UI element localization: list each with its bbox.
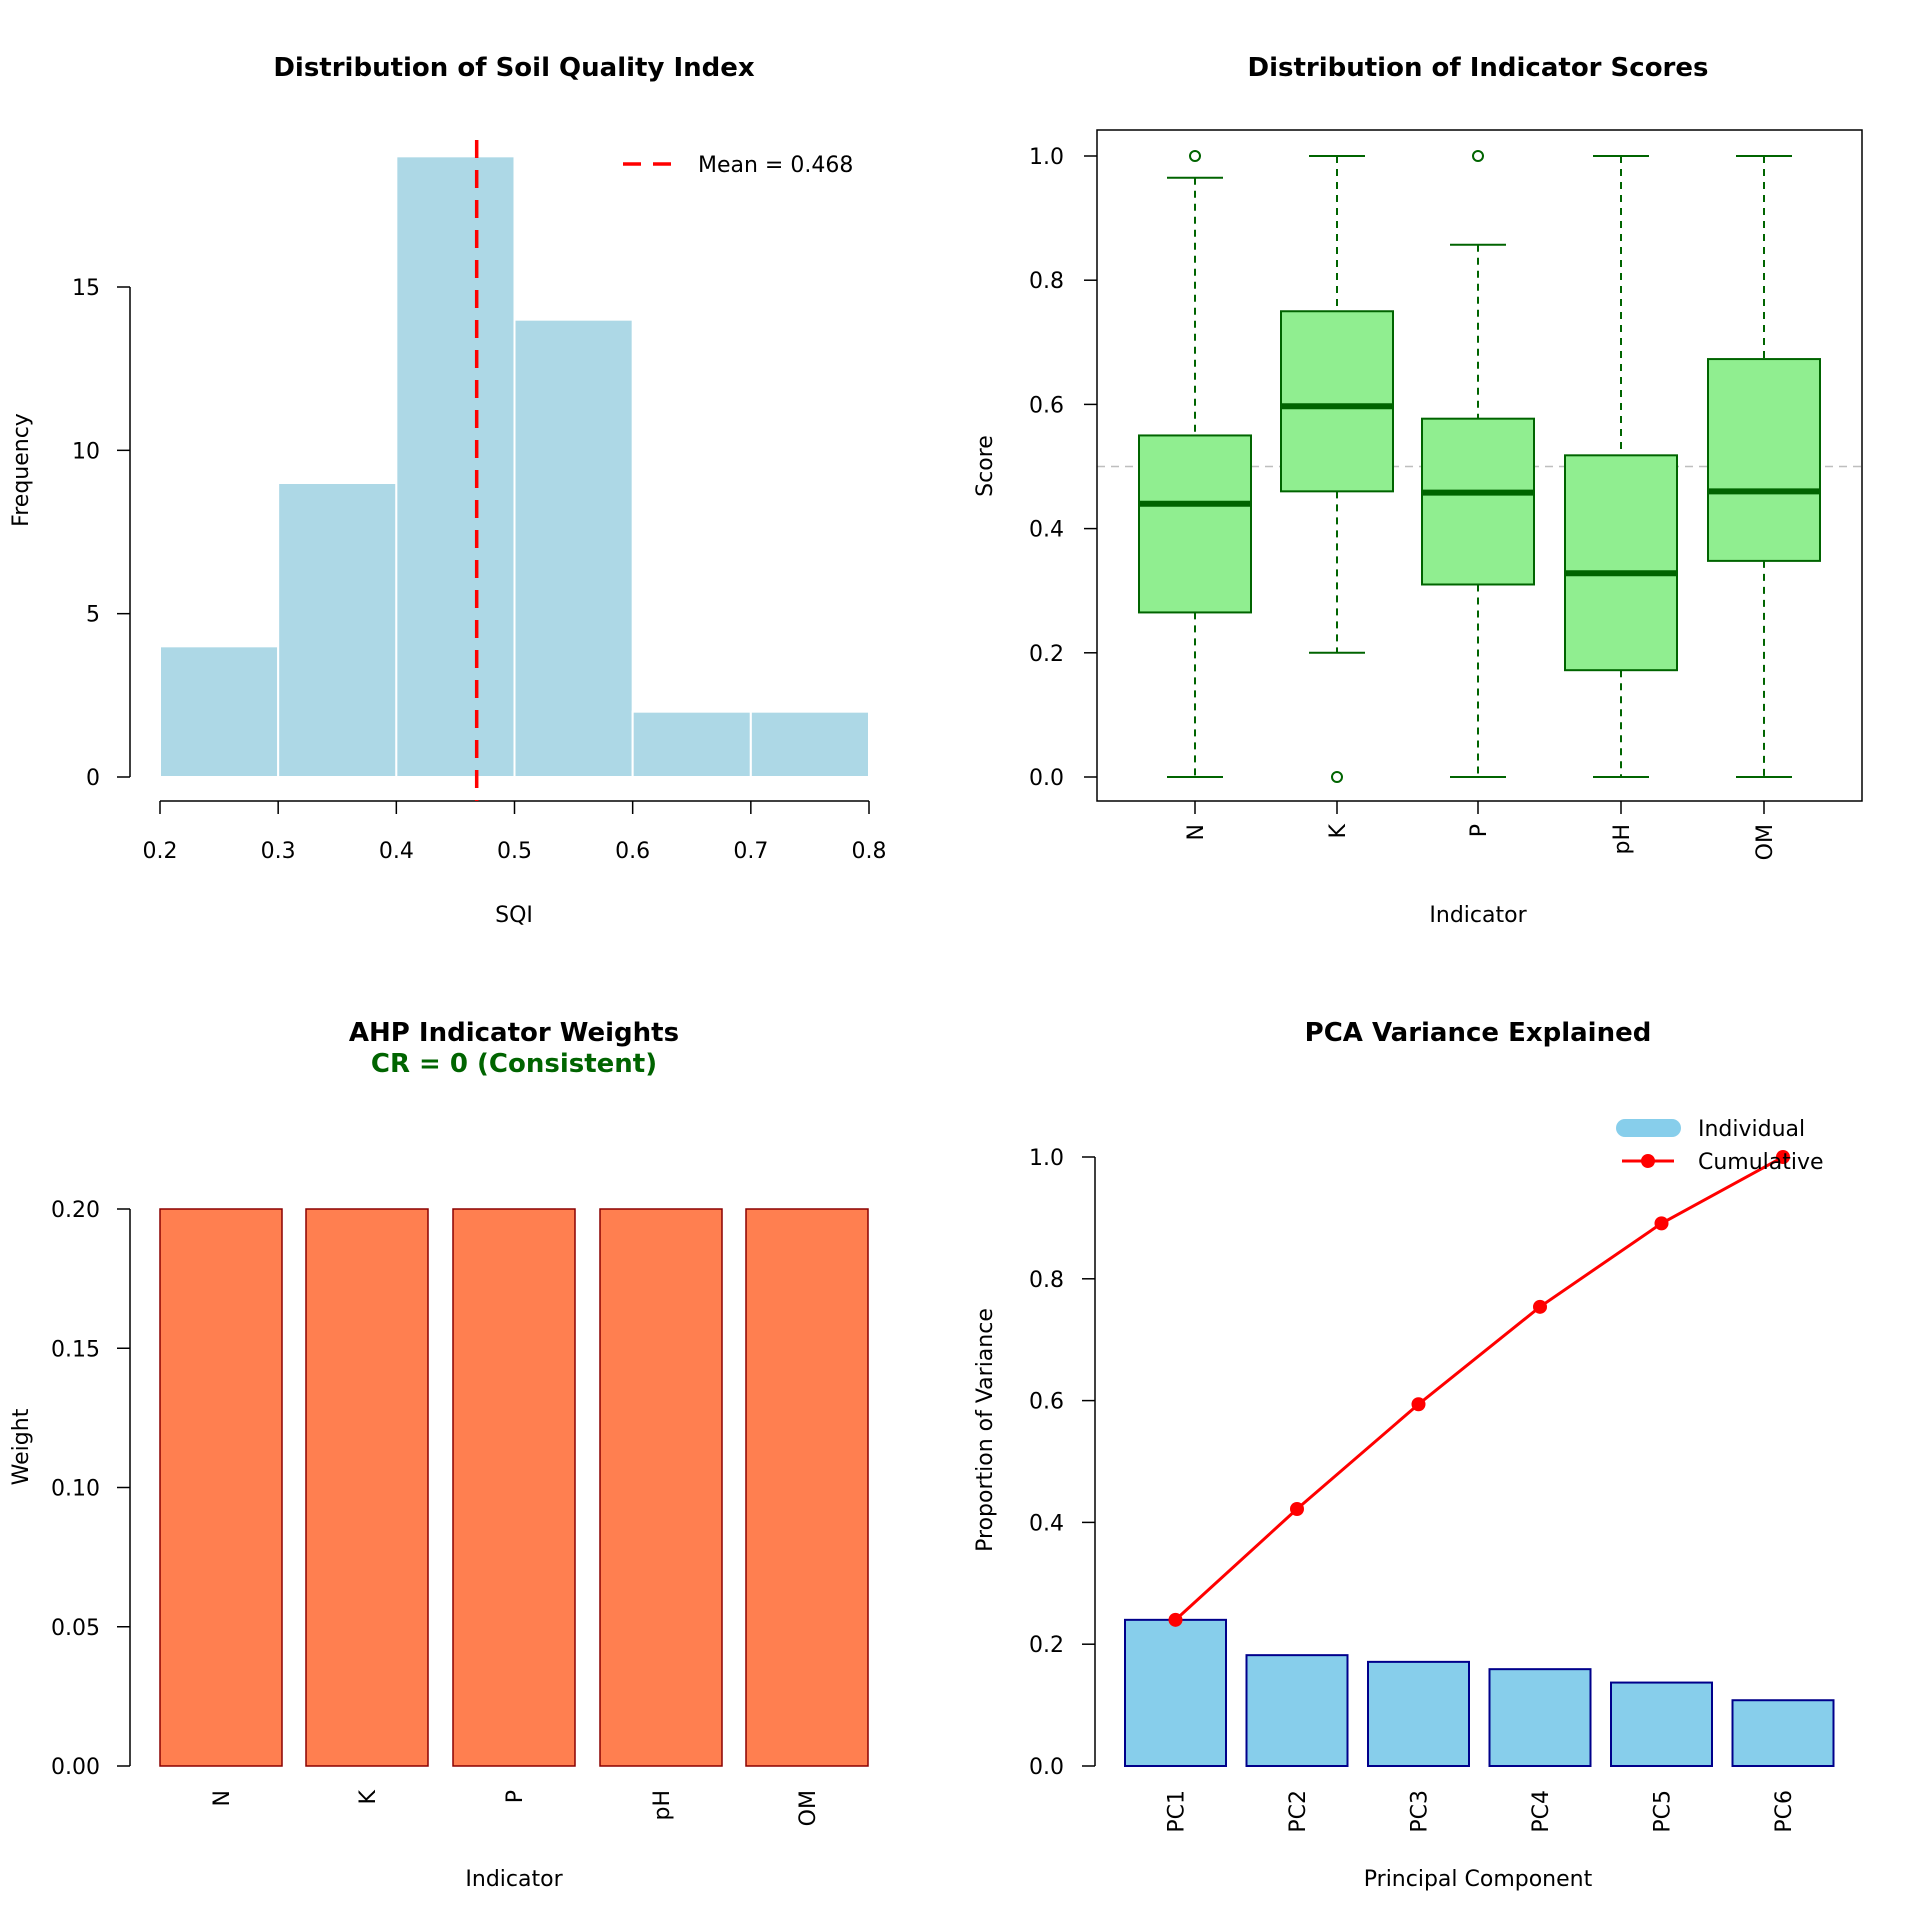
y-tick-label: 5 xyxy=(86,603,100,628)
histogram-bar xyxy=(513,318,634,778)
weight-bar xyxy=(305,1208,429,1767)
ahp-panel: AHP Indicator Weights CR = 0 (Consistent… xyxy=(9,1018,869,1892)
x-tick-label: 0.3 xyxy=(261,839,296,864)
cumulative-point xyxy=(1654,1216,1669,1231)
x-tick-label: OM xyxy=(1753,824,1778,860)
weight-bar xyxy=(599,1208,723,1767)
legend-individual-label: Individual xyxy=(1698,1117,1805,1142)
y-tick-label: 0.00 xyxy=(51,1755,100,1780)
x-tick-label: 0.2 xyxy=(143,839,178,864)
y-tick-label: 1.0 xyxy=(1029,145,1064,170)
x-tick-label: N xyxy=(210,1790,235,1806)
y-tick-label: 15 xyxy=(72,276,100,301)
y-tick-label: 0.2 xyxy=(1029,1633,1064,1658)
x-tick-label: 0.7 xyxy=(733,839,768,864)
variance-bar xyxy=(1124,1618,1227,1767)
cumulative-point xyxy=(1533,1299,1547,1314)
cumulative-point xyxy=(1168,1612,1183,1627)
y-tick-label: 0.4 xyxy=(1029,1511,1064,1536)
y-tick-label: 0.4 xyxy=(1029,518,1064,543)
boxplot-xlabel: Indicator xyxy=(1429,903,1527,928)
y-tick-label: 0.0 xyxy=(1029,1755,1064,1780)
y-tick-label: 0.0 xyxy=(1029,766,1064,791)
histogram-bar xyxy=(159,645,280,778)
box xyxy=(1564,454,1678,672)
histogram-bar xyxy=(631,710,752,779)
legend-cumulative-label: Cumulative xyxy=(1698,1150,1824,1175)
outlier-point xyxy=(1189,150,1201,162)
ahp-ylabel: Weight xyxy=(9,1408,34,1485)
y-tick-label: 10 xyxy=(72,439,100,464)
histogram-bar xyxy=(395,155,516,779)
variance-bar xyxy=(1488,1668,1592,1767)
variance-bar xyxy=(1610,1681,1713,1768)
x-tick-label: PC6 xyxy=(1772,1790,1797,1833)
ahp-subtitle: CR = 0 (Consistent) xyxy=(371,1049,657,1079)
histogram-panel: Distribution of Soil Quality Index SQI F… xyxy=(9,53,887,928)
histogram-title: Distribution of Soil Quality Index xyxy=(273,53,755,83)
weight-bar xyxy=(452,1208,576,1767)
cumulative-point xyxy=(1776,1150,1790,1164)
cumulative-line xyxy=(1174,1155,1784,1621)
pca-ylabel: Proportion of Variance xyxy=(973,1308,998,1552)
outlier-point xyxy=(1331,771,1343,783)
y-tick-label: 0.6 xyxy=(1029,393,1064,418)
x-tick-label: N xyxy=(1184,824,1209,840)
x-tick-label: OM xyxy=(796,1790,821,1826)
boxplot-title: Distribution of Indicator Scores xyxy=(1247,53,1708,83)
x-tick-label: PC1 xyxy=(1165,1790,1190,1833)
legend-mean-label: Mean = 0.468 xyxy=(698,153,853,178)
pca-title: PCA Variance Explained xyxy=(1305,1018,1652,1048)
plot-frame xyxy=(1096,129,1863,802)
x-tick-label: PC3 xyxy=(1408,1790,1433,1833)
y-tick-label: 0.8 xyxy=(1029,269,1064,294)
histogram-bar xyxy=(277,482,398,778)
pca-legend: Individual Cumulative xyxy=(1616,1117,1824,1175)
y-tick-label: 0.6 xyxy=(1029,1390,1064,1415)
variance-bar xyxy=(1245,1654,1349,1767)
box xyxy=(1280,310,1394,493)
box xyxy=(1138,434,1252,614)
variance-bar xyxy=(1367,1660,1470,1767)
x-tick-label: 0.4 xyxy=(379,839,414,864)
weight-bar xyxy=(745,1208,869,1767)
cumulative-point xyxy=(1290,1502,1304,1517)
x-tick-label: K xyxy=(356,1789,381,1804)
weight-bar xyxy=(159,1208,283,1767)
cumulative-point xyxy=(1411,1397,1426,1412)
histogram-ylabel: Frequency xyxy=(9,413,34,527)
boxplot-panel: Distribution of Indicator Scores Indicat… xyxy=(973,53,1863,928)
pca-panel: PCA Variance Explained Principal Compone… xyxy=(973,1018,1835,1892)
legend-cumulative-marker xyxy=(1641,1154,1655,1168)
pca-xlabel: Principal Component xyxy=(1364,1867,1593,1892)
x-tick-label: P xyxy=(1467,824,1492,837)
y-tick-label: 0.20 xyxy=(51,1198,100,1223)
histogram-xlabel: SQI xyxy=(495,903,533,928)
histogram-bar xyxy=(749,710,870,779)
y-tick-label: 1.0 xyxy=(1029,1146,1064,1171)
x-tick-label: P xyxy=(503,1790,528,1803)
x-tick-label: 0.5 xyxy=(497,839,532,864)
ahp-xlabel: Indicator xyxy=(465,1867,563,1892)
box xyxy=(1421,417,1535,586)
box xyxy=(1707,358,1821,562)
y-tick-label: 0.15 xyxy=(51,1337,100,1362)
x-tick-label: pH xyxy=(650,1790,675,1821)
x-tick-label: PC5 xyxy=(1651,1790,1676,1833)
x-tick-label: 0.6 xyxy=(615,839,650,864)
x-tick-label: PC2 xyxy=(1286,1790,1311,1833)
y-tick-label: 0.05 xyxy=(51,1616,100,1641)
y-tick-label: 0.8 xyxy=(1029,1268,1064,1293)
outlier-point xyxy=(1472,150,1484,162)
variance-bar xyxy=(1731,1699,1835,1768)
y-tick-label: 0 xyxy=(86,766,100,791)
x-tick-label: K xyxy=(1326,823,1351,838)
y-tick-label: 0.10 xyxy=(51,1477,100,1502)
ahp-title: AHP Indicator Weights xyxy=(349,1018,679,1048)
x-tick-label: pH xyxy=(1610,824,1635,855)
y-tick-label: 0.2 xyxy=(1029,642,1064,667)
x-tick-label: PC4 xyxy=(1529,1790,1554,1833)
boxplot-ylabel: Score xyxy=(973,435,998,497)
x-tick-label: 0.8 xyxy=(852,839,887,864)
